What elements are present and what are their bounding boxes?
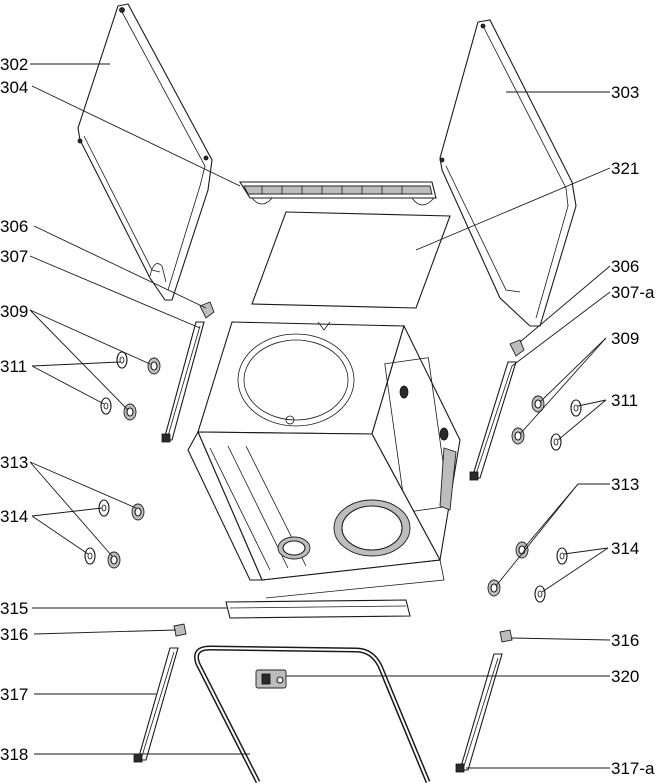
left-side-rail (133, 647, 179, 763)
label-314-right: 314 (611, 539, 639, 558)
left-guide-rail (161, 321, 205, 443)
right-guide-rail (469, 361, 517, 481)
label-307-a: 307-a (611, 283, 655, 302)
door-lock (255, 669, 287, 689)
right-wheels-309 (511, 395, 545, 445)
label-313-left: 313 (0, 453, 28, 472)
label-321: 321 (611, 159, 639, 178)
label-304: 304 (0, 78, 28, 97)
label-303: 303 (611, 83, 639, 102)
label-307: 307 (0, 247, 28, 266)
right-washers-314 (534, 547, 568, 603)
right-side-panel (439, 19, 577, 327)
left-side-panel (77, 3, 213, 301)
left-clip (173, 623, 187, 637)
label-313-right: 313 (611, 475, 639, 494)
label-317-a: 317-a (611, 759, 655, 778)
right-clip (499, 629, 513, 643)
right-washers-311 (550, 399, 582, 451)
label-309-left: 309 (0, 302, 28, 321)
left-wheels-309 (123, 357, 161, 421)
left-washers-314 (84, 499, 110, 565)
label-309-right: 309 (611, 329, 639, 348)
label-314-left: 314 (0, 507, 28, 526)
leader-lines (29, 63, 611, 769)
insulation-sheet (251, 211, 451, 309)
top-rail (239, 181, 437, 206)
label-318: 318 (0, 745, 28, 764)
label-316-right: 316 (611, 631, 639, 650)
label-317: 317 (0, 685, 28, 704)
right-bracket (509, 339, 525, 357)
label-320: 320 (611, 667, 639, 686)
label-306-right: 306 (611, 257, 639, 276)
main-tub-body (187, 321, 461, 599)
part-labels: 302 304 306 307 309 311 313 314 315 316 … (0, 55, 655, 778)
left-washers-311 (100, 351, 128, 415)
label-302: 302 (0, 55, 28, 74)
right-side-rail (455, 653, 503, 773)
label-316-left: 316 (0, 625, 28, 644)
label-311-left: 311 (0, 357, 27, 376)
left-bracket (199, 301, 215, 319)
bottom-plate (225, 599, 411, 619)
right-wheels-313 (487, 541, 529, 597)
left-wheels-313 (107, 503, 145, 569)
label-306-left: 306 (0, 217, 28, 236)
door-gasket (194, 645, 431, 784)
label-315: 315 (0, 599, 28, 618)
label-311-right: 311 (611, 391, 638, 410)
